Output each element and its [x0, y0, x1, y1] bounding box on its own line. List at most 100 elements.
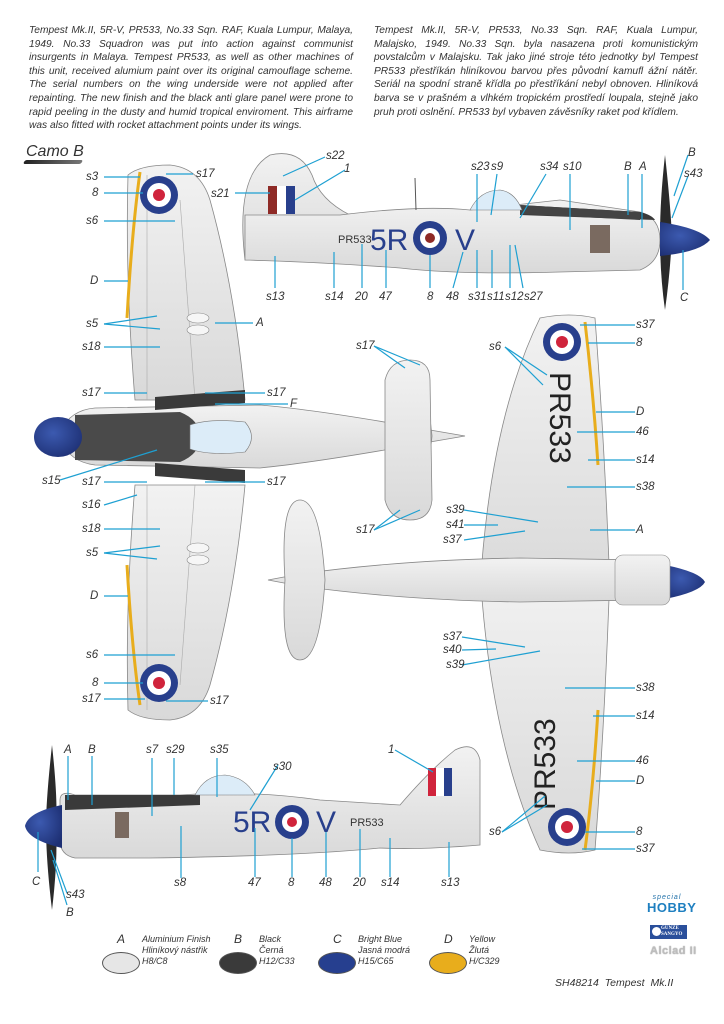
callout-48: 48: [446, 291, 459, 303]
callout-s17: s17: [210, 695, 229, 707]
callout-s5: s5: [86, 547, 99, 559]
callout-s43: s43: [684, 168, 703, 180]
callout-c: C: [680, 292, 689, 304]
callout-d: D: [636, 775, 645, 787]
callout-s17: s17: [82, 693, 101, 705]
callout-s23: s23: [471, 161, 490, 173]
code-right-bottom: V: [316, 806, 336, 839]
callout-47: 47: [379, 291, 392, 303]
callout-8: 8: [288, 877, 295, 889]
callout-c: C: [32, 876, 41, 888]
callout-1: 1: [388, 744, 395, 756]
legend-name-cz: Hliníkový nástřik: [142, 945, 208, 955]
underside-view: PR533 PR533: [267, 314, 705, 854]
callout-8: 8: [92, 677, 99, 689]
callout-s14: s14: [325, 291, 344, 303]
leader-lines: [37, 154, 689, 906]
callout-s39: s39: [446, 659, 465, 671]
callout-a: A: [64, 744, 72, 756]
legend-name-en: Bright Blue: [358, 934, 403, 944]
callout-s8: s8: [174, 877, 187, 889]
callout-s18: s18: [82, 341, 101, 353]
logo-special-text: special: [652, 894, 682, 901]
callout-8: 8: [636, 826, 643, 838]
callout-s3: s3: [86, 171, 99, 183]
callout-s17: s17: [356, 524, 375, 536]
callout-a: A: [639, 161, 647, 173]
callout-1: 1: [344, 163, 351, 175]
description-english: Tempest Mk.II, 5R-V, PR533, No.33 Sqn. R…: [29, 25, 353, 132]
serial-underside-upper: PR533: [543, 372, 576, 464]
callout-s40: s40: [443, 644, 462, 656]
callout-20: 20: [355, 291, 368, 303]
callout-f: F: [290, 398, 298, 410]
footer-product-code: SH48214 Tempest Mk.II: [555, 977, 674, 989]
logo-hobby-text: HOBBY: [647, 900, 697, 915]
callout-s17: s17: [267, 387, 286, 399]
callout-s14: s14: [636, 710, 655, 722]
callout-s12: s12: [505, 291, 524, 303]
callout-s15: s15: [42, 475, 61, 487]
callout-s6: s6: [86, 215, 99, 227]
serial-underside-lower: PR533: [529, 718, 562, 810]
legend-code: H/C329: [469, 956, 500, 966]
legend-name-en: Aluminium Finish: [142, 934, 211, 944]
description-czech: Tempest Mk.II, 5R-V, PR533, No.33 Sqn. R…: [374, 25, 698, 118]
callout-s5: s5: [86, 318, 99, 330]
callout-d: D: [636, 406, 645, 418]
callout-s21: s21: [211, 188, 230, 200]
callout-20: 20: [353, 877, 366, 889]
serial-top: PR533: [338, 234, 372, 246]
top-view: [34, 164, 466, 721]
special-hobby-logo: special HOBBY: [647, 894, 697, 915]
callout-46: 46: [636, 755, 649, 767]
color-swatch-aluminium: [102, 952, 140, 974]
callout-s7: s7: [146, 744, 159, 756]
legend-name-cz: Žlutá: [469, 945, 490, 955]
callout-s17: s17: [267, 476, 286, 488]
legend-letter: B: [234, 932, 243, 946]
callout-s6: s6: [489, 826, 502, 838]
color-swatch-black: [219, 952, 257, 974]
callout-b: B: [624, 161, 632, 173]
color-swatch-yellow: [429, 952, 467, 974]
callout-s9: s9: [491, 161, 504, 173]
scheme-title: Camo B: [26, 143, 84, 160]
callout-s38: s38: [636, 481, 655, 493]
callout-b: B: [688, 147, 696, 159]
legend-letter: A: [117, 932, 126, 946]
callout-s17: s17: [82, 387, 101, 399]
callout-s38: s38: [636, 682, 655, 694]
callout-s18: s18: [82, 523, 101, 535]
serial-bottom: PR533: [350, 817, 384, 829]
callout-a: A: [256, 317, 264, 329]
callout-s10: s10: [563, 161, 582, 173]
logo-sangyo-text: SANGYO: [661, 932, 683, 937]
gunze-sangyo-logo: GUNZE SANGYO: [650, 925, 687, 939]
callout-8: 8: [92, 187, 99, 199]
callout-s37: s37: [443, 631, 462, 643]
callout-8: 8: [427, 291, 434, 303]
callout-s22: s22: [326, 150, 345, 162]
alclad-logo: Alclad II: [650, 945, 697, 957]
side-view-bottom: 5R V PR533: [25, 745, 481, 910]
callout-47: 47: [248, 877, 261, 889]
callout-s30: s30: [273, 761, 292, 773]
callout-s34: s34: [540, 161, 559, 173]
callout-s37: s37: [636, 319, 655, 331]
gunze-emblem-icon: [652, 927, 661, 936]
legend-code: H15/C65: [358, 956, 394, 966]
legend-code: H8/C8: [142, 956, 168, 966]
callout-8: 8: [636, 337, 643, 349]
callout-s43: s43: [66, 889, 85, 901]
callout-s17: s17: [196, 168, 215, 180]
callout-s39: s39: [446, 504, 465, 516]
legend-name-cz: Černá: [259, 945, 284, 955]
legend-letter: D: [444, 932, 453, 946]
callout-s16: s16: [82, 499, 101, 511]
callout-s35: s35: [210, 744, 229, 756]
logo-gunze-text: GUNZE: [661, 926, 679, 931]
code-right-top: V: [455, 224, 475, 257]
callout-s31: s31: [468, 291, 487, 303]
